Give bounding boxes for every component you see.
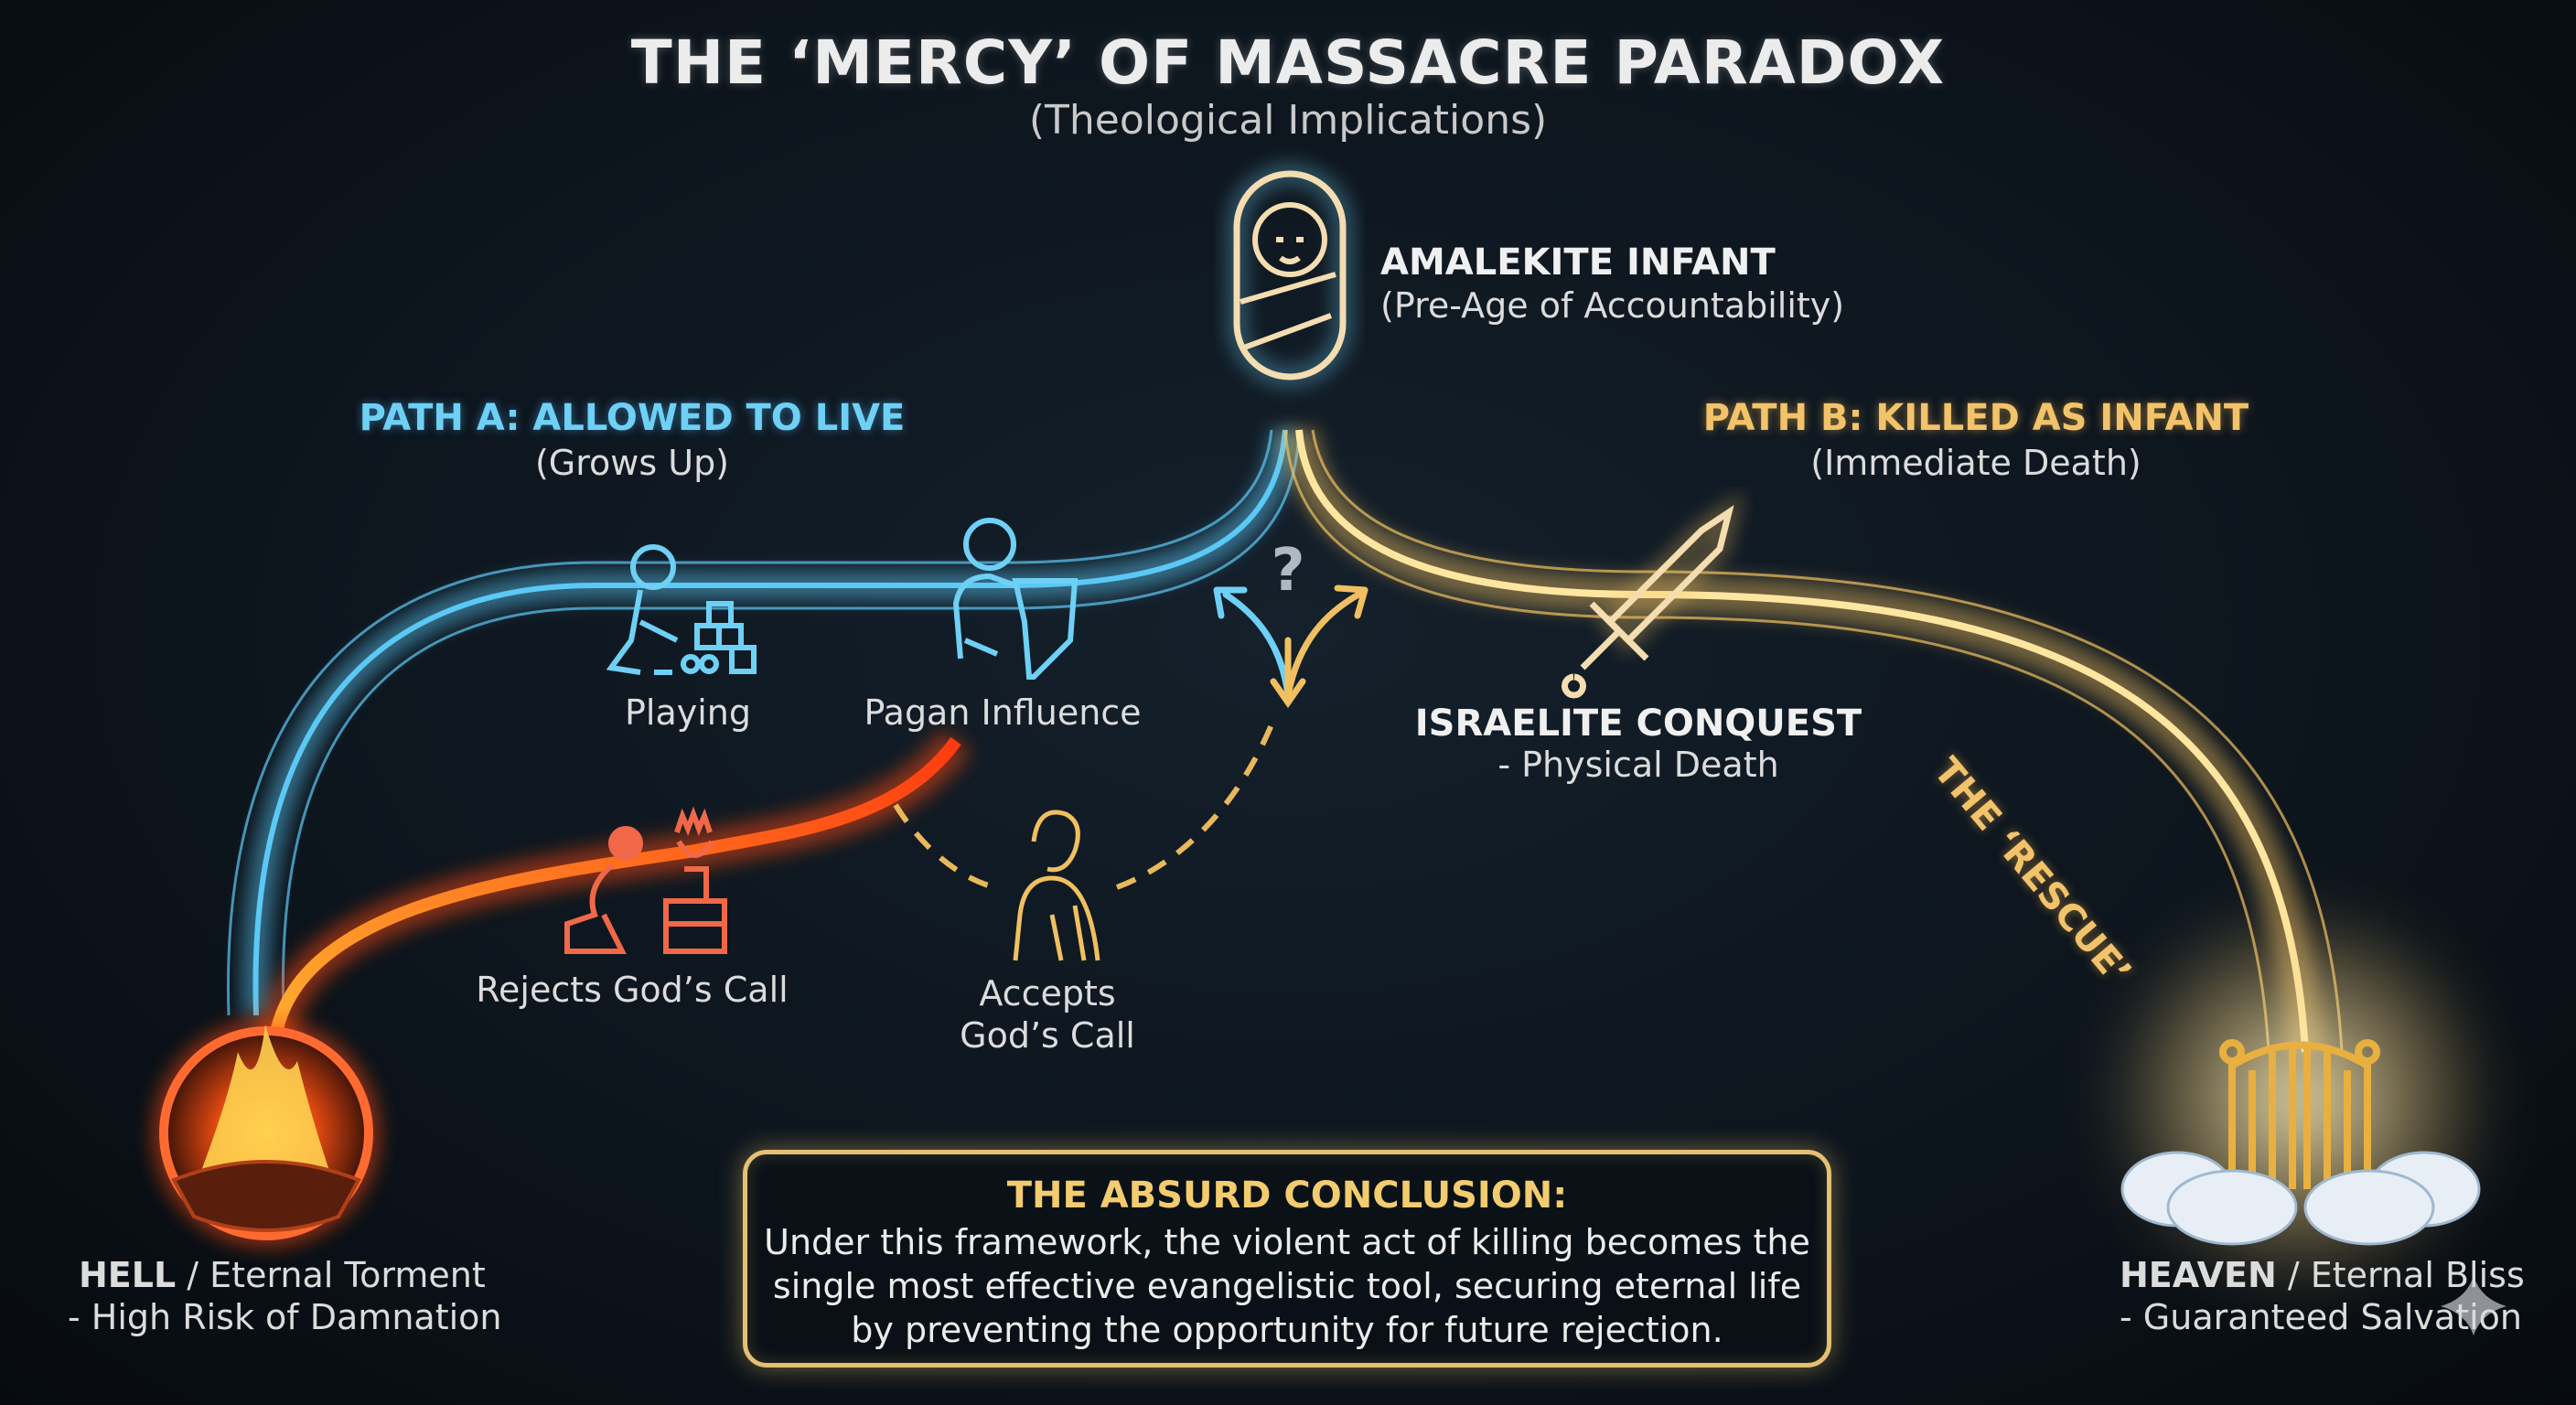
sword-icon [1562, 491, 1744, 699]
hell-label: HELL / Eternal Torment [79, 1255, 486, 1295]
heaven-gates-icon [2098, 896, 2501, 1299]
swaddled-infant-icon [1227, 164, 1353, 387]
heaven-sublabel: - Guaranteed Salvation [2120, 1297, 2522, 1337]
path-a-label: PATH A: ALLOWED TO LIVE [359, 397, 906, 439]
hell-sublabel: - High Risk of Damnation [68, 1297, 502, 1337]
conclusion-box: THE ABSURD CONCLUSION: Under this framew… [743, 1150, 1831, 1367]
pagan-influence-label: Pagan Influence [864, 692, 1142, 733]
conclusion-line: single most effective evangelistic tool,… [772, 1266, 1802, 1306]
heaven-label-rest: / Eternal Bliss [2276, 1255, 2525, 1295]
page-subtitle: (Theological Implications) [1028, 97, 1548, 144]
playing-label: Playing [624, 692, 752, 733]
path-b-line [1281, 427, 2344, 1054]
accept-dashed-path [893, 712, 1279, 890]
path-a-line [226, 428, 1301, 1016]
conquest-label: ISRAELITE CONQUEST [1414, 702, 1862, 745]
kneeling-idol-worshipper-icon [564, 806, 727, 954]
conclusion-line: by preventing the opportunity for future… [851, 1310, 1723, 1350]
path-a-sublabel: (Grows Up) [534, 443, 730, 483]
person-with-scroll-icon [952, 518, 1079, 680]
infant-sublabel: (Pre-Age of Accountability) [1380, 285, 1845, 326]
hell-label-bold: HELL [79, 1255, 177, 1295]
infant-label: AMALEKITE INFANT [1380, 241, 1776, 284]
fork-arrows-icon [1213, 585, 1368, 709]
hell-label-rest: / Eternal Torment [176, 1255, 486, 1295]
path-b-label: PATH B: KILLED AS INFANT [1702, 397, 2249, 439]
conclusion-line: Under this framework, the violent act of… [764, 1222, 1810, 1262]
heaven-label-bold: HEAVEN [2120, 1255, 2277, 1295]
conquest-sublabel: - Physical Death [1497, 745, 1779, 785]
accepts-label-1: Accepts [979, 973, 1116, 1014]
hell-fire-pit-icon [152, 1019, 381, 1248]
playing-child-icon [606, 544, 757, 675]
accepts-label-2: God’s Call [960, 1015, 1135, 1056]
fire-path [256, 729, 971, 1046]
question-mark: ? [1271, 537, 1304, 605]
sparkle-icon [2441, 1276, 2506, 1335]
path-b-sublabel: (Immediate Death) [1810, 443, 2141, 483]
conclusion-text: Under this framework, the violent act of… [747, 1220, 1827, 1352]
conclusion-title: THE ABSURD CONCLUSION: [1006, 1174, 1568, 1217]
page-title: THE ‘MERCY’ OF MASSACRE PARADOX [630, 27, 1946, 98]
robed-figure-icon [1013, 810, 1100, 961]
rejects-label: Rejects God’s Call [476, 970, 789, 1010]
heaven-label: HEAVEN / Eternal Bliss [2120, 1255, 2525, 1295]
